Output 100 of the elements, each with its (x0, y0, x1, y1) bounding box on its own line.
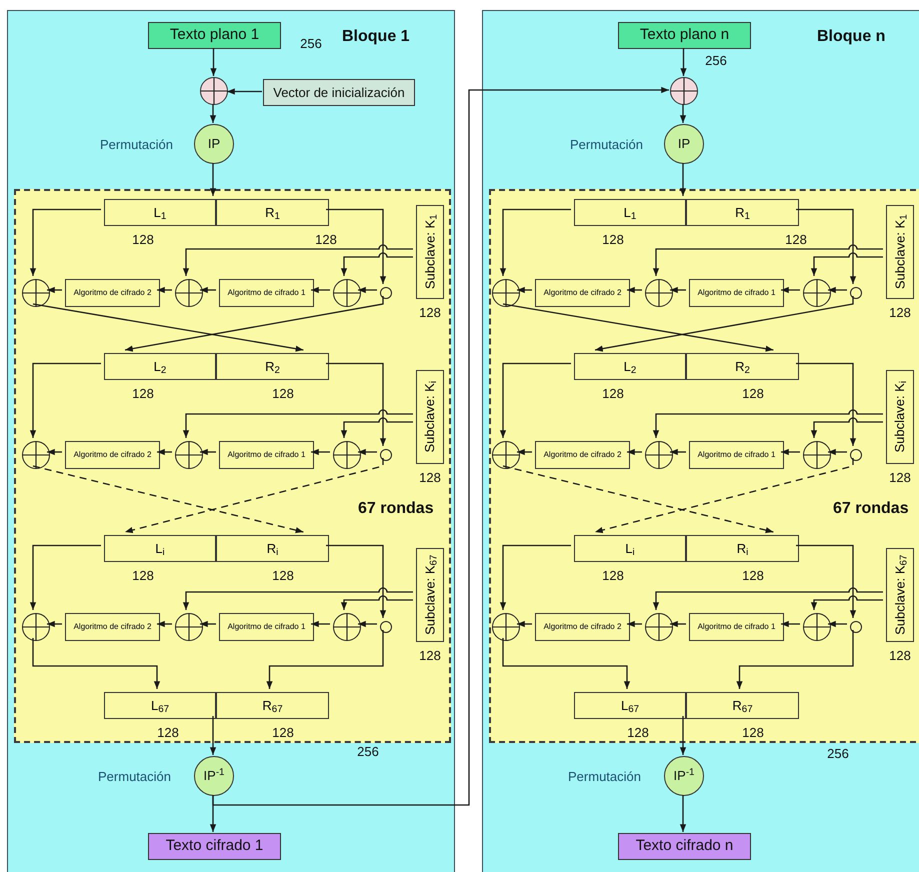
rounds-label: 67 rondas (833, 499, 909, 519)
cipher-algorithm-box: Algoritmo de cifrado 2 (535, 441, 630, 469)
arrow (810, 252, 883, 276)
bit-width-label: 128 (889, 304, 911, 322)
register-half: R$_{i}$ (216, 535, 329, 562)
arrow (200, 448, 216, 456)
arrow (210, 48, 217, 76)
xor-symbol (333, 279, 361, 307)
arrow (781, 620, 800, 628)
arrow (736, 630, 854, 689)
cipher-algorithm-box: Algoritmo de cifrado 1 (219, 441, 314, 469)
arrow (810, 417, 883, 438)
arrow (358, 620, 377, 628)
arrow (266, 630, 384, 689)
register-half: R$_{1}$ (686, 199, 799, 226)
xor-symbol (175, 279, 203, 307)
cipher-algorithm-box: Algoritmo de cifrado 1 (689, 613, 784, 641)
arrow (627, 286, 642, 294)
xor-symbol (645, 441, 673, 469)
register-half: L$_{1}$ (104, 199, 216, 226)
arrow (502, 303, 774, 352)
arrow (340, 252, 413, 276)
cipher-algorithm-box: Algoritmo de cifrado 1 (689, 279, 784, 307)
register-half: L$_{2}$ (104, 353, 216, 380)
arrow (828, 286, 847, 294)
cipher-algorithm-box: Algoritmo de cifrado 2 (65, 441, 160, 469)
arrow (227, 88, 262, 95)
arrow (670, 286, 686, 294)
arrow (796, 208, 856, 284)
arrow (594, 296, 854, 352)
arrow (517, 620, 532, 628)
arrow (311, 620, 330, 628)
bit-width-label: 128 (742, 567, 764, 585)
xor-symbol (22, 279, 50, 307)
arrow (502, 638, 630, 689)
arrow (680, 163, 686, 196)
arrow (326, 544, 386, 618)
arrow (358, 286, 377, 294)
arrow (32, 638, 160, 689)
register-half: R$_{67}$ (686, 692, 799, 719)
bit-width-label: 128 (889, 469, 911, 487)
arrow (652, 244, 883, 276)
permutation-label: Permutación (100, 136, 173, 154)
register-half: R$_{2}$ (216, 353, 329, 380)
arrow (810, 595, 883, 610)
arrow (781, 448, 800, 456)
xor-symbol (200, 77, 228, 105)
bit-width-label: 128 (419, 647, 441, 665)
arrow (796, 362, 856, 446)
bit-width-label: 128 (627, 724, 649, 742)
arrow (680, 795, 686, 832)
permutation-label: Permutación (570, 136, 643, 154)
bit-width-label: 128 (132, 231, 154, 249)
xor-symbol (22, 441, 50, 469)
arrow (500, 208, 571, 276)
ciphertext-box: Texto cifrado n (618, 833, 751, 860)
xor-symbol (175, 613, 203, 641)
bit-width-label: 128 (742, 724, 764, 742)
arrow (502, 465, 774, 534)
xor-symbol (803, 441, 831, 469)
bit-width-label: 128 (419, 304, 441, 322)
block-panel (7, 10, 455, 872)
arrow (326, 362, 386, 446)
arrow (627, 620, 642, 628)
block-title: Bloque n (817, 27, 886, 47)
arrow (652, 409, 883, 438)
arrow (311, 286, 330, 294)
arrow (200, 620, 216, 628)
cipher-algorithm-box: Algoritmo de cifrado 2 (535, 279, 630, 307)
arrow (30, 544, 101, 610)
xor-symbol (645, 279, 673, 307)
register-half: L$_{67}$ (104, 692, 216, 719)
arrow (680, 48, 687, 76)
register-half: R$_{1}$ (216, 199, 329, 226)
arrow (212, 86, 669, 806)
cipher-algorithm-box: Algoritmo de cifrado 2 (65, 279, 160, 307)
plaintext-box: Texto plano n (618, 22, 751, 49)
arrow (680, 104, 686, 123)
arrow (781, 286, 800, 294)
block-title: Bloque 1 (342, 27, 410, 47)
arrow (124, 458, 384, 534)
arrow (828, 620, 847, 628)
xor-symbol (645, 613, 673, 641)
arrow (517, 448, 532, 456)
bit-width-label: 256 (357, 743, 379, 761)
arrow (680, 716, 686, 755)
arrow (340, 417, 413, 438)
arrow (517, 286, 532, 294)
cipher-algorithm-box: Algoritmo de cifrado 2 (535, 613, 630, 641)
bit-width-label: 128 (272, 724, 294, 742)
arrow (30, 362, 101, 438)
bit-width-label: 128 (272, 385, 294, 403)
register-half: L$_{2}$ (574, 353, 686, 380)
arrow (157, 620, 172, 628)
rounds-region (14, 189, 451, 743)
arrow (796, 544, 856, 618)
arrow (32, 465, 304, 534)
register-half: R$_{67}$ (216, 692, 329, 719)
arrow (32, 303, 304, 352)
block-panel (482, 10, 919, 872)
